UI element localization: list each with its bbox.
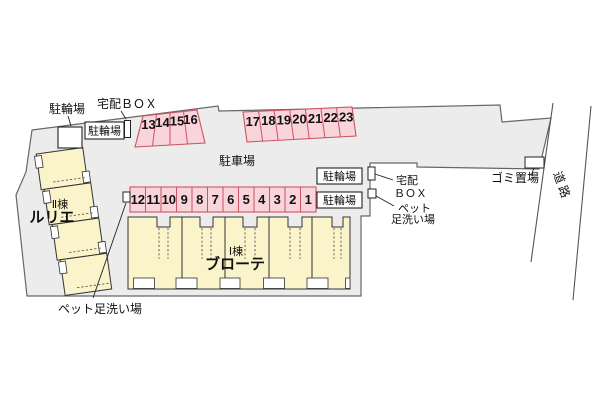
parking-lot-label: 駐車場 bbox=[219, 153, 255, 168]
entry-notch bbox=[263, 277, 285, 289]
bicycle-parking-sign-label: 駐輪場 bbox=[88, 124, 121, 138]
stall-number: 5 bbox=[243, 192, 250, 207]
stall-number: 14 bbox=[155, 115, 170, 130]
stall-number: 3 bbox=[274, 192, 281, 207]
bicycle-parking-label-tl: 駐輪場 bbox=[49, 101, 85, 116]
stall-number: 21 bbox=[308, 111, 322, 126]
delivery-box-label-right: ＢＯＸ bbox=[394, 188, 427, 200]
stall-number: 10 bbox=[162, 192, 176, 207]
stall-number: 9 bbox=[181, 192, 188, 207]
leader-line bbox=[375, 195, 395, 207]
stall-number: 12 bbox=[131, 192, 145, 207]
stall-number: 22 bbox=[323, 110, 337, 125]
building-2-unit bbox=[59, 252, 113, 297]
pet-wash-label-right: ペット bbox=[398, 203, 431, 215]
stall-number: 16 bbox=[183, 112, 197, 127]
garbage-area-label: ゴミ置場 bbox=[491, 170, 539, 185]
delivery-box-marker bbox=[367, 166, 376, 181]
balcony-notch bbox=[81, 170, 92, 184]
parking-stall bbox=[242, 106, 357, 143]
stall-number: 4 bbox=[258, 192, 266, 207]
building-1-label: Ⅰ棟 bbox=[229, 244, 243, 258]
leader-line bbox=[67, 115, 72, 127]
balcony-notch bbox=[34, 154, 44, 169]
stall-number: 6 bbox=[227, 192, 234, 207]
balcony-notch bbox=[50, 225, 60, 240]
stall-number: 2 bbox=[289, 192, 296, 207]
balcony-notch bbox=[42, 190, 52, 204]
building-2-stair-line bbox=[77, 282, 109, 289]
delivery-box-label-tl: 宅配ＢＯＸ bbox=[97, 96, 157, 111]
bicycle-parking-sign-label: 駐輪場 bbox=[323, 193, 356, 207]
entry-notch bbox=[306, 277, 329, 289]
building-2-name: ルリエ bbox=[29, 209, 74, 226]
building-2-stair-line bbox=[53, 177, 85, 183]
bicycle-parking-sign bbox=[316, 191, 363, 209]
pet-wash-label-right: 足洗い場 bbox=[391, 213, 435, 226]
building-1-outline bbox=[127, 216, 351, 290]
building-2-shape bbox=[34, 147, 113, 297]
stall-number: 19 bbox=[277, 113, 291, 128]
building-2-label: Ⅱ棟 bbox=[52, 197, 68, 211]
pet-wash-marker bbox=[122, 191, 131, 203]
entry-notch bbox=[133, 277, 155, 289]
parking-group-13-16: 13 14 15 16 bbox=[134, 109, 206, 148]
leader-line bbox=[530, 167, 535, 177]
building-2-stair-line bbox=[69, 247, 101, 253]
leader-line bbox=[120, 110, 127, 120]
pet-wash-marker bbox=[367, 188, 377, 199]
bicycle-parking-area bbox=[57, 126, 83, 149]
stall-number: 11 bbox=[146, 192, 160, 207]
pet-wash-label-bottom: ペット足洗い場 bbox=[58, 302, 142, 316]
entry-notch bbox=[345, 277, 351, 289]
delivery-box-label-right: 宅配 bbox=[396, 173, 418, 187]
balcony-notch bbox=[89, 205, 100, 219]
stall-number: 20 bbox=[292, 112, 306, 127]
balcony-notch bbox=[57, 260, 68, 275]
balcony-notch bbox=[97, 240, 107, 254]
stall-number: 18 bbox=[261, 113, 275, 128]
stall-number: 13 bbox=[141, 117, 155, 132]
leader-line bbox=[374, 173, 394, 181]
entry-notch bbox=[219, 277, 241, 289]
parking-group-17-23: 17 18 19 20 21 22 23 bbox=[242, 106, 357, 143]
entry-notch bbox=[175, 277, 198, 289]
bicycle-parking-sign-label: 駐輪場 bbox=[323, 169, 356, 183]
stall-number: 15 bbox=[170, 114, 184, 129]
stall-number: 7 bbox=[212, 192, 219, 207]
bicycle-parking-sign bbox=[316, 167, 363, 185]
road-edge-left bbox=[530, 102, 554, 263]
building-2-unit bbox=[35, 147, 89, 191]
building-2-stair-line bbox=[61, 212, 93, 218]
stall-number: 8 bbox=[196, 192, 203, 207]
road-label: 道路 bbox=[550, 169, 574, 202]
stall-number: 1 bbox=[305, 192, 312, 207]
stall-number: 17 bbox=[246, 114, 260, 129]
parking-group-main: 12 11 10 9 8 7 6 5 4 3 2 1 bbox=[129, 186, 317, 213]
road-edge-right bbox=[572, 105, 592, 301]
building-1-stair-lines bbox=[158, 228, 342, 259]
delivery-box-marker bbox=[124, 120, 131, 138]
garbage-area-box bbox=[524, 156, 545, 169]
building-1-name: ブローテ bbox=[205, 255, 265, 273]
leader-line bbox=[92, 202, 127, 299]
bicycle-parking-sign bbox=[84, 121, 125, 140]
stall-number: 23 bbox=[339, 109, 353, 124]
